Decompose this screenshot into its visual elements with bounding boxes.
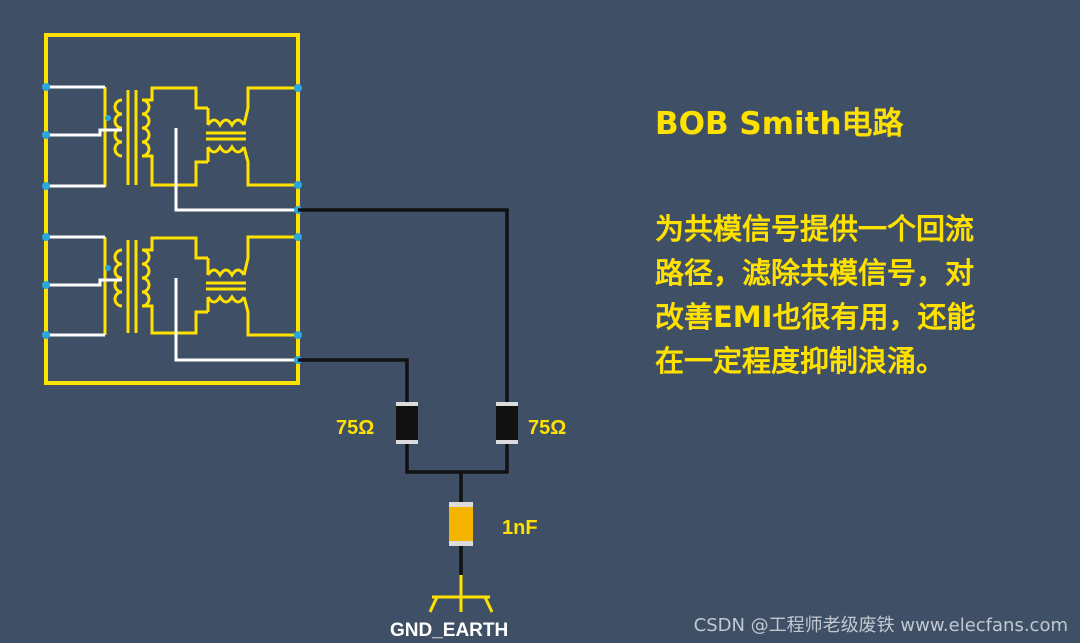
ground-label: GND_EARTH <box>390 620 509 641</box>
resistor-right-value: 75Ω <box>528 417 567 439</box>
upper-primary-leads <box>46 85 298 212</box>
earth-ground-symbol <box>428 575 494 613</box>
lower-primary-leads <box>46 235 298 362</box>
description-line: 改善EMI也很有用，还能 <box>655 300 976 334</box>
resistor-left <box>396 402 418 444</box>
capacitor <box>449 502 473 546</box>
capacitor-value: 1nF <box>502 517 538 539</box>
termination-wires <box>298 208 509 575</box>
description-line: 在一定程度抑制浪涌。 <box>655 344 946 378</box>
connector-pins <box>42 83 302 364</box>
description-line: 为共模信号提供一个回流 <box>655 212 975 246</box>
description-text: 为共模信号提供一个回流 路径，滤除共模信号，对 改善EMI也很有用，还能 在一定… <box>655 207 1050 383</box>
resistor-left-value: 75Ω <box>336 417 375 439</box>
diagram-title: BOB Smith电路 <box>655 106 904 142</box>
watermark: CSDN @工程师老级废铁 www.elecfans.com <box>693 615 1068 636</box>
resistor-right <box>496 402 518 444</box>
transformer-channel-upper <box>103 86 298 187</box>
transformer-channel-lower <box>103 235 298 337</box>
description-line: 路径，滤除共模信号，对 <box>655 256 975 290</box>
